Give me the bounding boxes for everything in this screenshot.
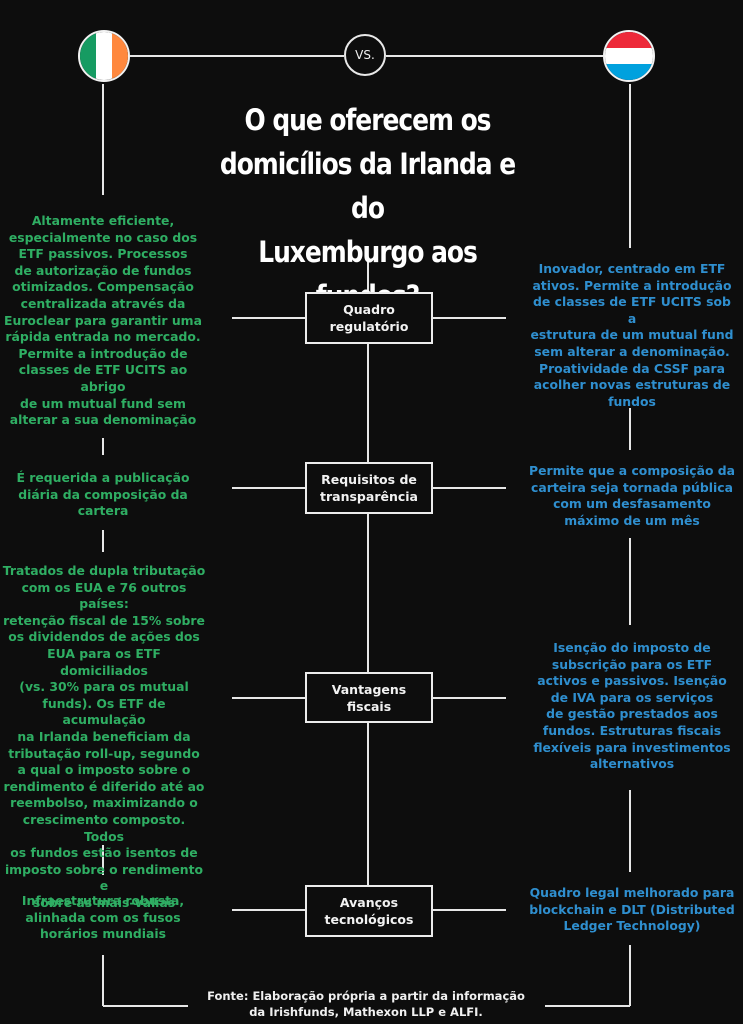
vs-badge: VS. <box>344 34 386 76</box>
ireland-flag-icon <box>78 30 130 82</box>
source-note: Fonte: Elaboração própria a partir da in… <box>207 989 525 1019</box>
title-line: O que oferecem os <box>244 103 491 137</box>
page-title: O que oferecem os domicílios da Irlanda … <box>219 98 516 318</box>
ireland-regulatory-text: Altamente eficiente,especialmente no cas… <box>4 213 202 428</box>
ireland-tech-text: Infraestrutura robusta,alinhada com os f… <box>21 893 185 942</box>
title-line: domicílios da Irlanda e do <box>219 147 516 225</box>
luxembourg-flag-icon <box>603 30 655 82</box>
